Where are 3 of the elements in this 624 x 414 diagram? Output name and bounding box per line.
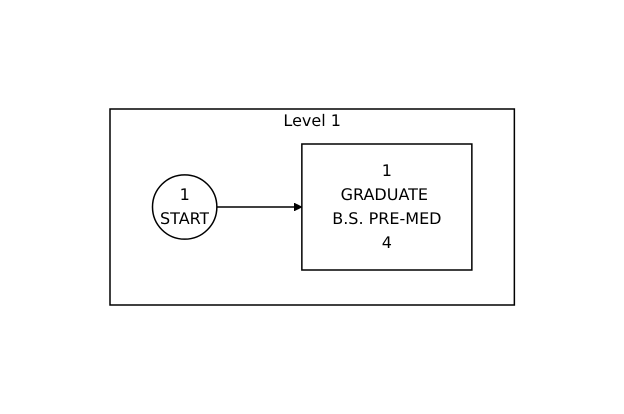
node-circle: 1 START — [152, 174, 218, 240]
node-box: 1 GRADUATE B.S. PRE-MED 4 — [300, 143, 472, 271]
arrow — [216, 202, 302, 212]
